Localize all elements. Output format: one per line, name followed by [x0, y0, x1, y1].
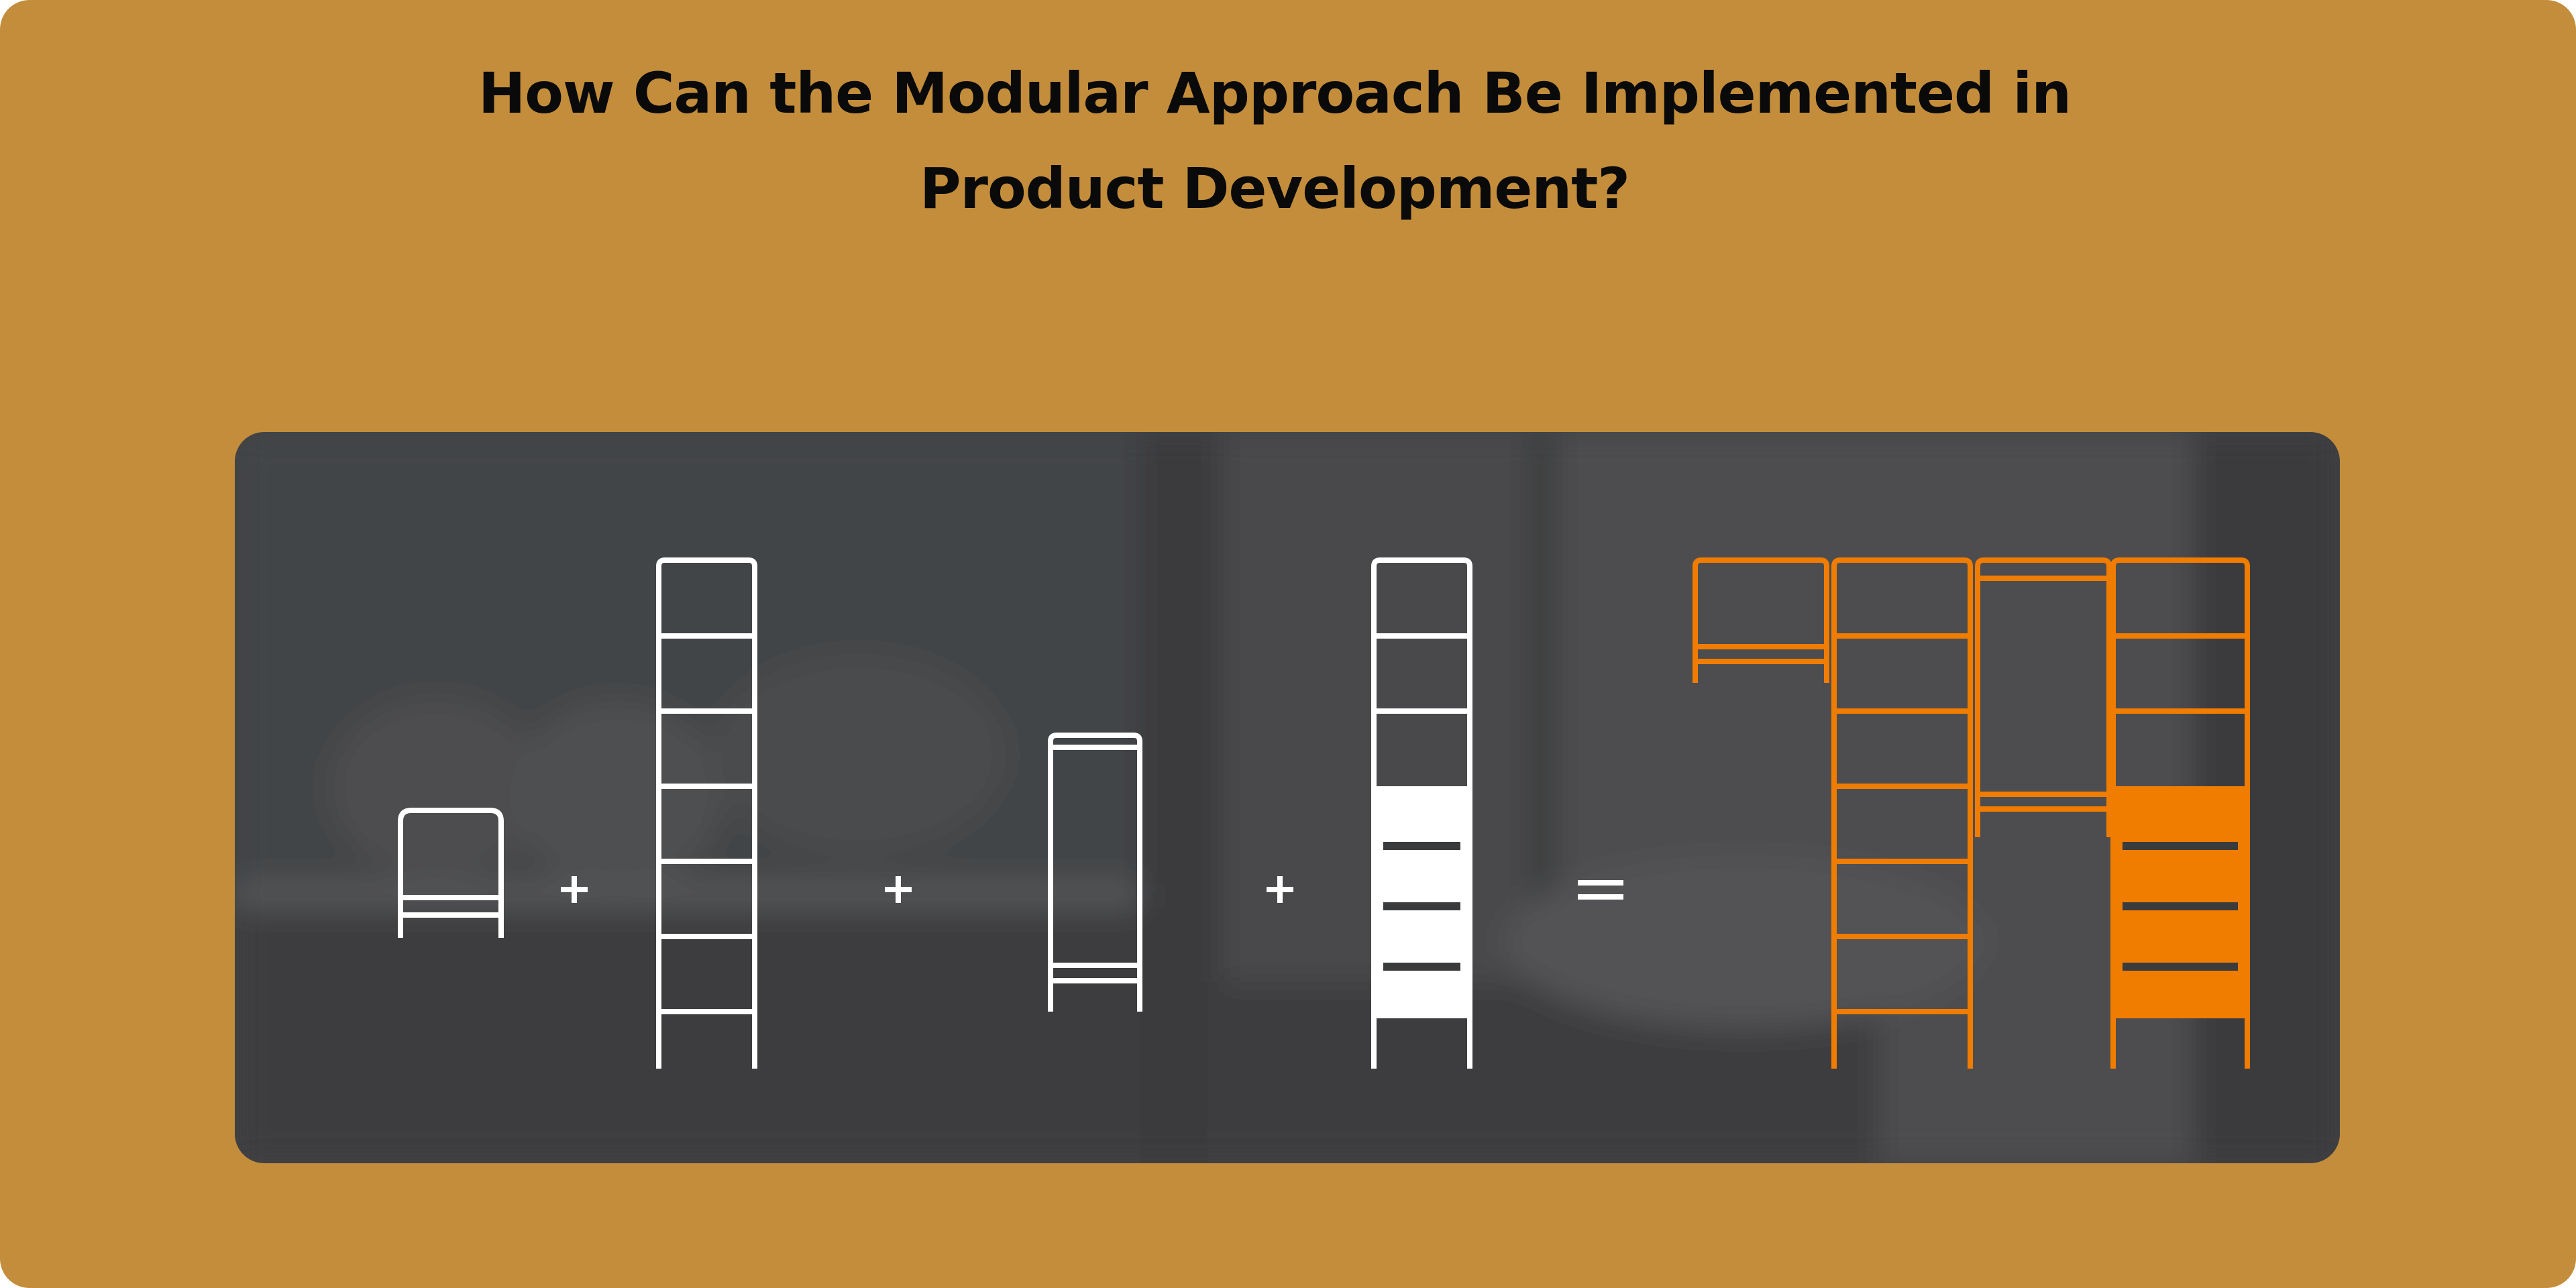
plus-operator-3 — [1267, 876, 1293, 903]
page-title: How Can the Modular Approach Be Implemen… — [268, 46, 2281, 236]
assembled-closet-system-icon — [1693, 557, 2250, 1069]
medium-frame-module-icon — [1048, 733, 1142, 1012]
modular-diagram-panel — [235, 432, 2340, 1163]
title-line-1: How Can the Modular Approach Be Implemen… — [478, 60, 2072, 126]
title-line-2: Product Development? — [919, 156, 1630, 221]
equals-operator — [1578, 880, 1623, 900]
plus-operator-2 — [885, 876, 912, 903]
plus-operator-1 — [561, 876, 588, 903]
small-shelf-module-icon — [398, 808, 504, 938]
tall-drawer-module-icon — [1371, 557, 1472, 1069]
modular-diagram — [235, 432, 2340, 1163]
tall-ladder-module-icon — [656, 557, 757, 1069]
blurred-room-background — [235, 432, 2340, 1163]
